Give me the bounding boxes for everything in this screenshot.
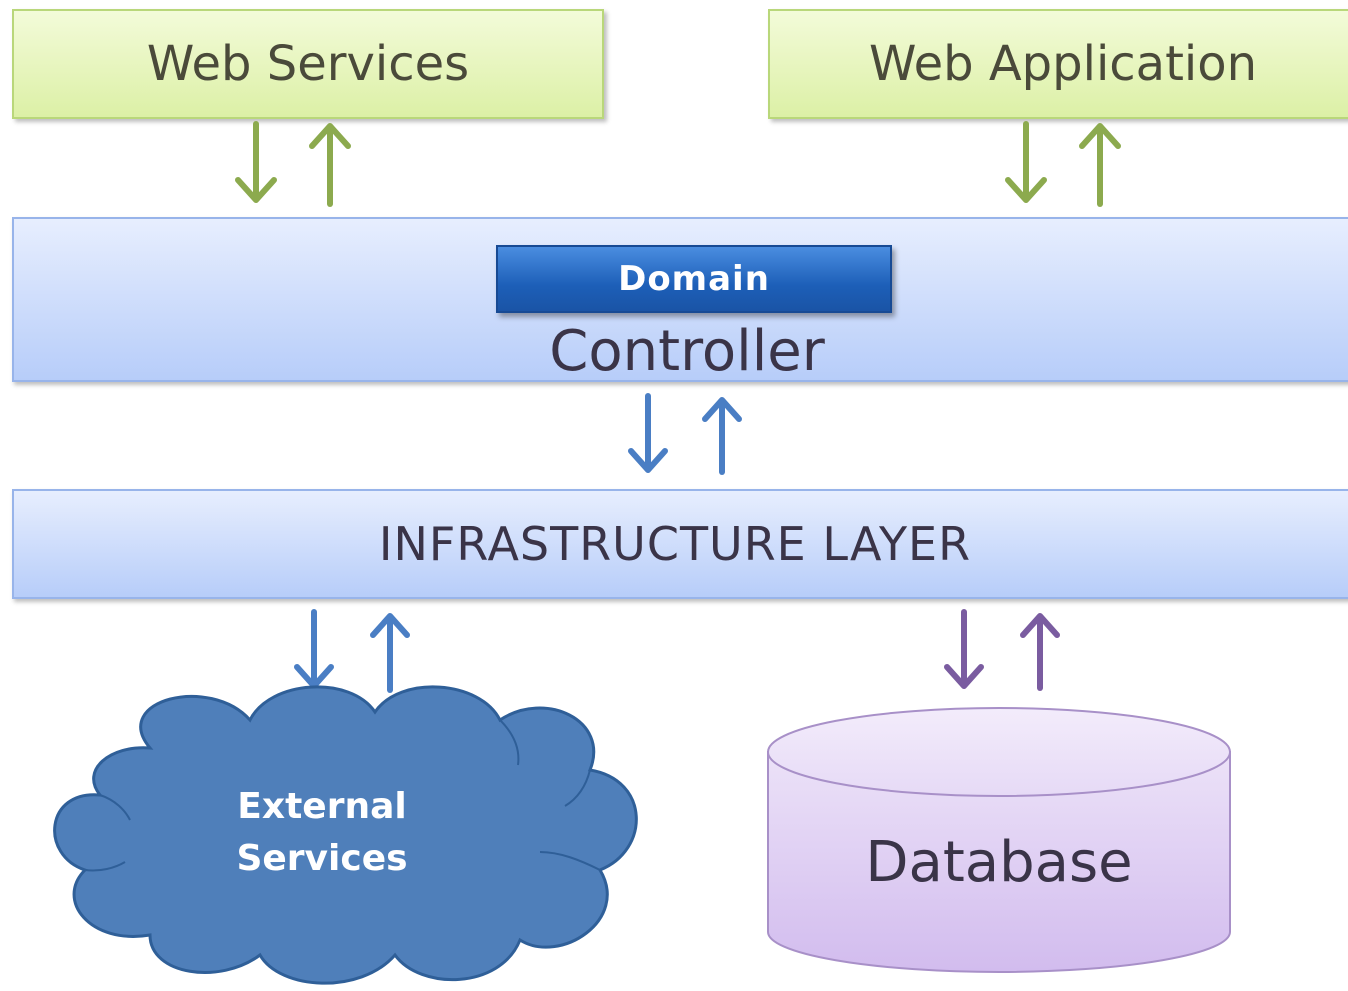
controller-layer: Domain Controller bbox=[12, 217, 1348, 384]
external-services-cloud bbox=[53, 685, 638, 985]
web-application-arrow-down bbox=[1005, 121, 1047, 203]
web-services-arrow-down bbox=[235, 121, 277, 203]
web-application-label: Web Application bbox=[868, 36, 1258, 92]
web-services-box: Web Services bbox=[12, 9, 604, 119]
controller-arrow-up bbox=[702, 397, 742, 475]
database-arrow-down bbox=[944, 609, 984, 689]
controller-label: Controller bbox=[549, 319, 825, 384]
external-services-label-line2: Services bbox=[236, 838, 408, 879]
external-services-label-line1: External bbox=[237, 786, 407, 827]
infrastructure-layer: INFRASTRUCTURE LAYER bbox=[12, 489, 1348, 599]
domain-label: Domain bbox=[618, 259, 770, 299]
web-services-arrow-up bbox=[309, 123, 351, 207]
web-application-arrow-up bbox=[1079, 123, 1121, 207]
database-cylinder bbox=[767, 707, 1231, 973]
domain-box: Domain bbox=[496, 245, 892, 313]
controller-arrow-down bbox=[628, 393, 668, 473]
database-label: Database bbox=[865, 830, 1133, 895]
external-arrow-down bbox=[294, 609, 334, 689]
database-arrow-up bbox=[1020, 613, 1060, 691]
web-application-box: Web Application bbox=[768, 9, 1348, 119]
infrastructure-layer-label: INFRASTRUCTURE LAYER bbox=[378, 517, 972, 571]
web-services-label: Web Services bbox=[146, 36, 470, 92]
external-arrow-up bbox=[370, 613, 410, 693]
